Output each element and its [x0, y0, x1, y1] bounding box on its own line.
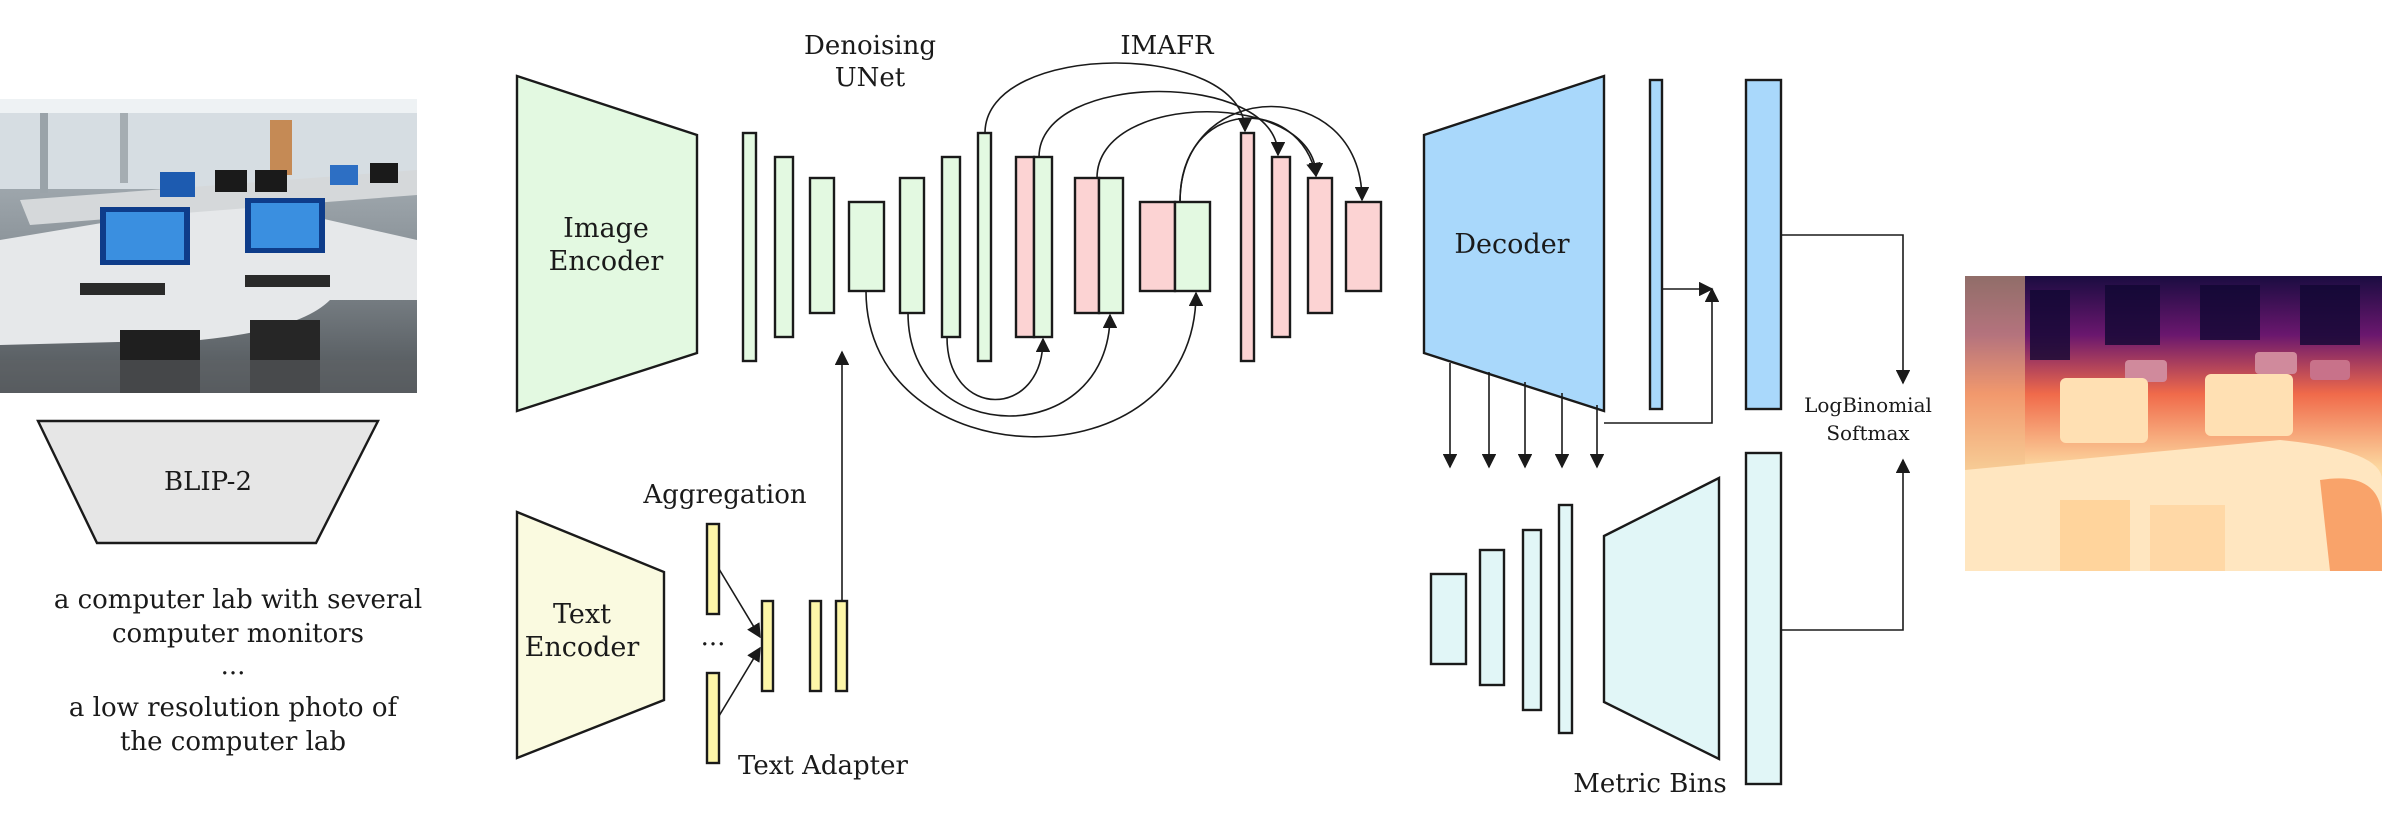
logbinomial-label-1: LogBinomial [1804, 393, 1932, 417]
unet-block [1097, 176, 1125, 315]
output-depth-map [1965, 276, 2382, 571]
metric-bin-block [1521, 528, 1543, 712]
image-encoder-label-1: Image [563, 213, 649, 244]
unet-block [773, 155, 795, 339]
unet-block [741, 131, 758, 363]
imafr-block [1344, 200, 1383, 293]
image-encoder-block [515, 74, 699, 413]
imafr-block [1138, 200, 1177, 293]
blip2-label: BLIP-2 [164, 467, 252, 497]
logbinomial-label-2: Softmax [1826, 421, 1910, 445]
unet-block [898, 176, 926, 315]
bins-to-softmax-wire [1781, 458, 1911, 631]
unet-block [808, 176, 836, 315]
adapter-block [834, 599, 849, 693]
aggregation-ellipsis: ... [701, 622, 726, 652]
imafr-block [1306, 176, 1334, 315]
decoder-feature-block [1648, 78, 1664, 411]
text-embedding-block [705, 522, 721, 616]
unet-block [847, 200, 886, 293]
caption-line-3: a low resolution photo of [69, 693, 400, 723]
decoder-downward-arrows [1442, 363, 1605, 469]
caption-line-4: the computer lab [120, 727, 346, 757]
unet-block [976, 131, 993, 363]
text-encoder-block [515, 510, 666, 760]
metric-bin-block [1557, 503, 1574, 735]
caption-ellipsis: ... [221, 651, 246, 681]
aggregated-block [760, 599, 775, 693]
decoder-label: Decoder [1454, 229, 1569, 260]
text-encoder-label-1: Text [553, 599, 611, 630]
imafr-label: IMAFR [1120, 31, 1215, 61]
unet-block [940, 155, 962, 339]
metric-bin-block [1478, 548, 1506, 687]
imafr-block [1270, 155, 1292, 339]
text-encoder-label-2: Encoder [525, 632, 640, 663]
metric-bins-output-block [1744, 451, 1783, 786]
decoder-block [1422, 74, 1606, 413]
aggregation-arrows [718, 568, 761, 717]
imafr-blocks [1239, 131, 1383, 363]
aggregation-label: Aggregation [642, 480, 806, 510]
caption-text: a computer lab with several computer mon… [54, 585, 422, 757]
unet-block [1032, 155, 1054, 339]
imafr-connections [984, 62, 1370, 203]
metric-bins-block [1602, 476, 1721, 761]
text-adapter-label: Text Adapter [738, 751, 908, 781]
adapter-block [808, 599, 823, 693]
image-encoder-label-2: Encoder [549, 246, 664, 277]
metric-bin-block [1429, 572, 1468, 666]
text-embedding-block [705, 671, 721, 765]
unet-block [1173, 200, 1212, 293]
unet-decoder-blocks [1014, 155, 1212, 339]
metric-bins-blocks [1429, 503, 1574, 735]
metric-bins-label: Metric Bins [1573, 769, 1727, 799]
skip-connections [865, 290, 1204, 438]
decoder-output-block [1744, 78, 1783, 411]
imafr-block [1239, 131, 1256, 363]
unet-label-2: UNet [835, 63, 906, 93]
unet-encoder-blocks [741, 131, 993, 363]
imafr-block [1014, 155, 1036, 339]
input-photo [0, 99, 417, 393]
caption-line-2: computer monitors [112, 619, 364, 649]
imafr-block [1073, 176, 1101, 315]
decoder-to-softmax-wire [1781, 234, 1911, 385]
decoder-feedback-wire [1604, 287, 1720, 424]
blip2-block [36, 419, 380, 545]
unet-label-1: Denoising [804, 31, 936, 61]
caption-line-1: a computer lab with several [54, 585, 422, 615]
